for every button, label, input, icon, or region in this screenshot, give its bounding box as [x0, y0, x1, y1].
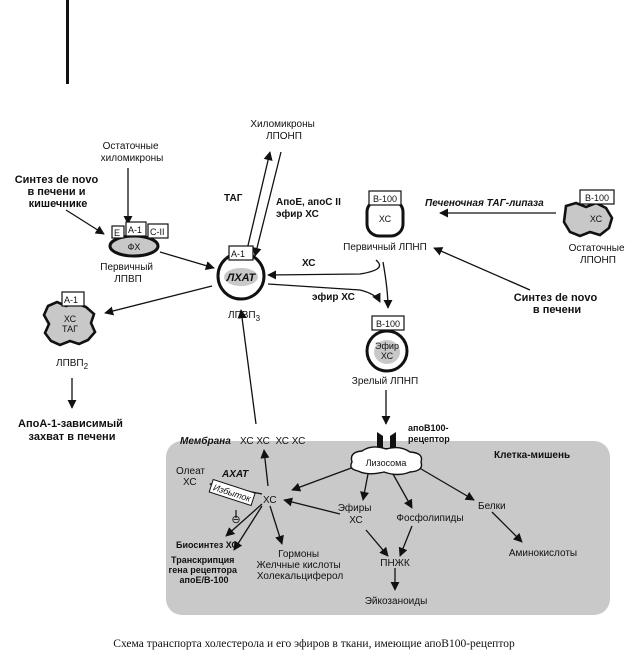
label-hs-primary-ldl: ХС [379, 214, 392, 224]
arrow-lysosome-to-proteins [415, 465, 475, 501]
arrow-hs-to-hormones [269, 505, 284, 545]
label-hormones: Гормоны Желчные кислоты Холекальциферол [256, 549, 343, 582]
label-phosphatidylcholine: ФХ [128, 242, 141, 252]
arrow-membrane-to-lhat [237, 309, 257, 425]
label-hs-hdl2: ХС [64, 314, 77, 324]
label-lhat: ЛХАТ [226, 272, 257, 284]
arrow-synth-liver-to-ldl [433, 247, 531, 291]
arrow-lhat-to-lpvp2 [104, 285, 213, 316]
label-apob100-receptor: апоВ100- рецептор [408, 423, 451, 444]
arrow-hs-to-biosynth [225, 503, 263, 537]
label-pufa: ПНЖК [380, 558, 410, 569]
label-ester-mature-ldl: Эфир [375, 341, 399, 351]
label-apo-c2: С-II [150, 227, 165, 237]
hdl2-particle [42, 291, 97, 347]
primary-hdl-particle [108, 221, 169, 258]
label-membrane: Мембрана [180, 435, 231, 447]
label-transcription: Транскрипция гена рецептора апоЕ/В-100 [169, 555, 240, 585]
label-b100-remnant-vldl: В-100 [585, 193, 609, 203]
label-hs-arrow: ХС [302, 258, 316, 269]
target-cell-region [166, 441, 610, 615]
arrow-ldl-to-mature [382, 261, 393, 309]
primary-ldl-particle [365, 190, 405, 238]
remnant-vldl-particle [562, 189, 615, 238]
arrow-lysosome-to-hs [291, 466, 355, 492]
arrow-lhat-to-chylo [245, 151, 273, 255]
label-ahat: АХАТ [221, 469, 249, 480]
label-ester-arrow: эфир ХС [312, 291, 355, 303]
label-chylomicrons-vldl: Хиломикроны ЛПОНП [250, 119, 317, 142]
apob100-receptor-shape [377, 432, 396, 452]
arrow-proteins-to-aminoacids [491, 511, 523, 543]
arrow-lhat-efir-to-ldl [267, 283, 381, 303]
label-b100-primary-ldl: В-100 [373, 194, 397, 204]
page-edge-line [66, 0, 69, 84]
arrow-hs-to-membrane [260, 449, 270, 487]
arrow-phospholipids-to-pnzhk [398, 525, 413, 557]
excess-box [208, 478, 256, 507]
label-remnant-chylomicrons: Остаточные хиломикроны [101, 141, 164, 164]
label-hs-remnant-vldl: ХС [590, 214, 603, 224]
arrow-hdl-to-lhat [159, 251, 215, 271]
figure-caption: Схема транспорта холестерола и его эфиро… [113, 638, 515, 650]
arrow-lysosome-to-esters [360, 473, 370, 501]
label-mature-ldl: Зрелый ЛПНП [352, 376, 418, 387]
label-biosynthesis: Биосинтез ХС [176, 540, 238, 550]
mature-ldl-particle [365, 315, 409, 373]
label-inhibition: ⊖ [231, 514, 240, 526]
label-lysosome: Лизосома [366, 458, 407, 468]
cholesterol-transport-diagram: Остаточные хиломикроны Синтез de novo в … [15, 119, 628, 615]
lysosome-shape [350, 446, 423, 476]
label-oleate-hs: Олеат ХС [176, 466, 208, 488]
hdl3-particle [216, 245, 266, 301]
label-phospholipids: Фосфолипиды [396, 512, 463, 524]
label-hs-center: ХС [263, 495, 277, 506]
label-synthesis-liver: Синтез de novo в печени [514, 292, 601, 316]
arrow-hs-to-transcription [233, 505, 263, 551]
label-apoa1-capture: АпоА-1-зависимый захват в печени [18, 418, 126, 443]
label-esters-hs: Эфиры ХС [338, 502, 375, 526]
label-apo-a1-hdl: А-1 [128, 225, 142, 235]
label-hs-row: ХС ХС ХС ХС [240, 436, 305, 447]
label-remnant-vldl: Остаточные ЛПОНП [569, 243, 628, 266]
label-amino-acids: Аминокислоты [509, 548, 577, 559]
label-primary-ldl: Первичный ЛПНП [343, 242, 427, 253]
arrow-esters-to-pnzhk [365, 529, 389, 557]
label-apoe-apoc: АпоЕ, апоС II эфир ХС [276, 197, 344, 220]
label-a1-hdl2: А-1 [64, 295, 78, 305]
label-primary-hdl: Первичный ЛПВП [100, 262, 156, 285]
label-target-cell: Клетка-мишень [494, 450, 570, 461]
label-hdl2: ЛПВП2 [56, 358, 89, 371]
label-apo-a1-lhat: А-1 [231, 249, 245, 259]
label-tag-hdl2: ТАГ [62, 324, 78, 334]
arrow-lysosome-to-phospholipids [392, 473, 413, 509]
label-eicosanoids: Эйкозаноиды [365, 596, 428, 607]
label-b100-mature-ldl: В-100 [376, 319, 400, 329]
arrow-chylo-to-lhat [252, 151, 282, 257]
arrow-esters-to-hs [283, 497, 341, 515]
label-hepatic-lipase: Печеночная ТАГ-липаза [425, 198, 544, 209]
label-tag: ТАГ [224, 193, 243, 204]
label-apo-e: Е [114, 228, 120, 238]
arrow-hs-to-lhat [267, 259, 381, 280]
label-hdl3: ЛПВП3 [228, 310, 261, 323]
arrow-synthesis-to-hdl [65, 209, 105, 235]
label-proteins: Белки [478, 501, 506, 512]
label-synthesis-liver-intestine: Синтез de novo в печени и кишечнике [15, 174, 102, 210]
label-hs-mature-ldl: ХС [381, 351, 394, 361]
